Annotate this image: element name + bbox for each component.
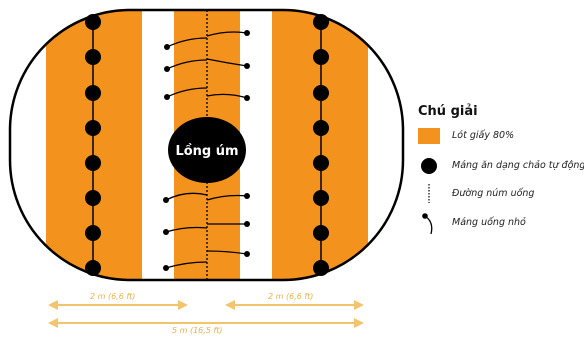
small-drinkers <box>165 31 248 269</box>
orange-paper-swatch-icon <box>418 128 440 144</box>
drinker-cup <box>244 63 250 69</box>
dimension-arrows <box>48 300 364 328</box>
feeder-pan <box>85 14 101 30</box>
drinker-cup <box>163 197 169 203</box>
feeder-pan <box>313 190 329 206</box>
small-drinker <box>166 59 208 70</box>
feeder-pan <box>85 260 101 276</box>
feeder-pan <box>313 14 329 30</box>
feeder-pan-icon <box>421 158 437 174</box>
arrowhead <box>225 300 235 310</box>
small-drinker <box>166 37 208 48</box>
small-drinker-icon <box>422 213 433 235</box>
legend-label-nipple-line: Đường núm uống <box>452 188 535 199</box>
legend-title: Chú giải <box>418 104 478 119</box>
drinker-cup <box>244 193 250 199</box>
drinker-cup <box>163 265 169 271</box>
drinker-cup <box>244 221 250 227</box>
dimension-label-total: 5 m (16,5 ft) <box>170 326 225 335</box>
legend-label-feeder: Máng ăn dạng chảo tự động <box>452 160 584 171</box>
feeder-pan <box>85 190 101 206</box>
feeder-pan <box>313 155 329 171</box>
dimension-label-left: 2 m (6,6 ft) <box>88 292 138 301</box>
small-drinker <box>206 250 248 255</box>
drinker-cup <box>164 66 170 72</box>
feeder-line-left <box>85 14 101 276</box>
small-drinker <box>166 87 208 98</box>
small-drinker <box>165 261 208 269</box>
drinker-cup <box>163 229 169 235</box>
arrowhead <box>354 300 364 310</box>
arrowhead <box>48 300 58 310</box>
feeder-line-right <box>313 14 329 276</box>
dimension-label-right: 2 m (6,6 ft) <box>266 292 316 301</box>
feeder-pan <box>85 49 101 65</box>
feeder-pan <box>85 85 101 101</box>
arrowhead <box>48 318 58 328</box>
small-drinker <box>206 58 248 67</box>
feeder-pan <box>313 49 329 65</box>
feeder-pan <box>85 225 101 241</box>
drinker-cup <box>164 44 170 50</box>
brooder-heater <box>168 117 246 183</box>
drinker-cup <box>244 30 250 36</box>
small-drinker-cups <box>163 30 250 271</box>
arrowhead <box>178 300 188 310</box>
small-drinker <box>206 93 248 99</box>
feeder-pan <box>85 155 101 171</box>
arrowhead <box>354 318 364 328</box>
small-drinker <box>206 194 248 201</box>
drinker-cup <box>244 95 250 101</box>
legend-label-paper: Lót giấy 80% <box>452 130 515 141</box>
drinker-cup <box>164 94 170 100</box>
feeder-pan <box>313 260 329 276</box>
small-drinker <box>165 226 208 233</box>
feeder-pan <box>313 120 329 136</box>
feeder-pan <box>313 225 329 241</box>
drinker-cup <box>244 251 250 257</box>
brooder-label: Lồng úm <box>175 144 238 159</box>
small-drinker <box>165 192 208 201</box>
feeder-pan <box>85 120 101 136</box>
legend-label-drinker: Máng uống nhỏ <box>452 217 526 228</box>
feeder-pan <box>313 85 329 101</box>
small-drinker <box>206 31 248 37</box>
